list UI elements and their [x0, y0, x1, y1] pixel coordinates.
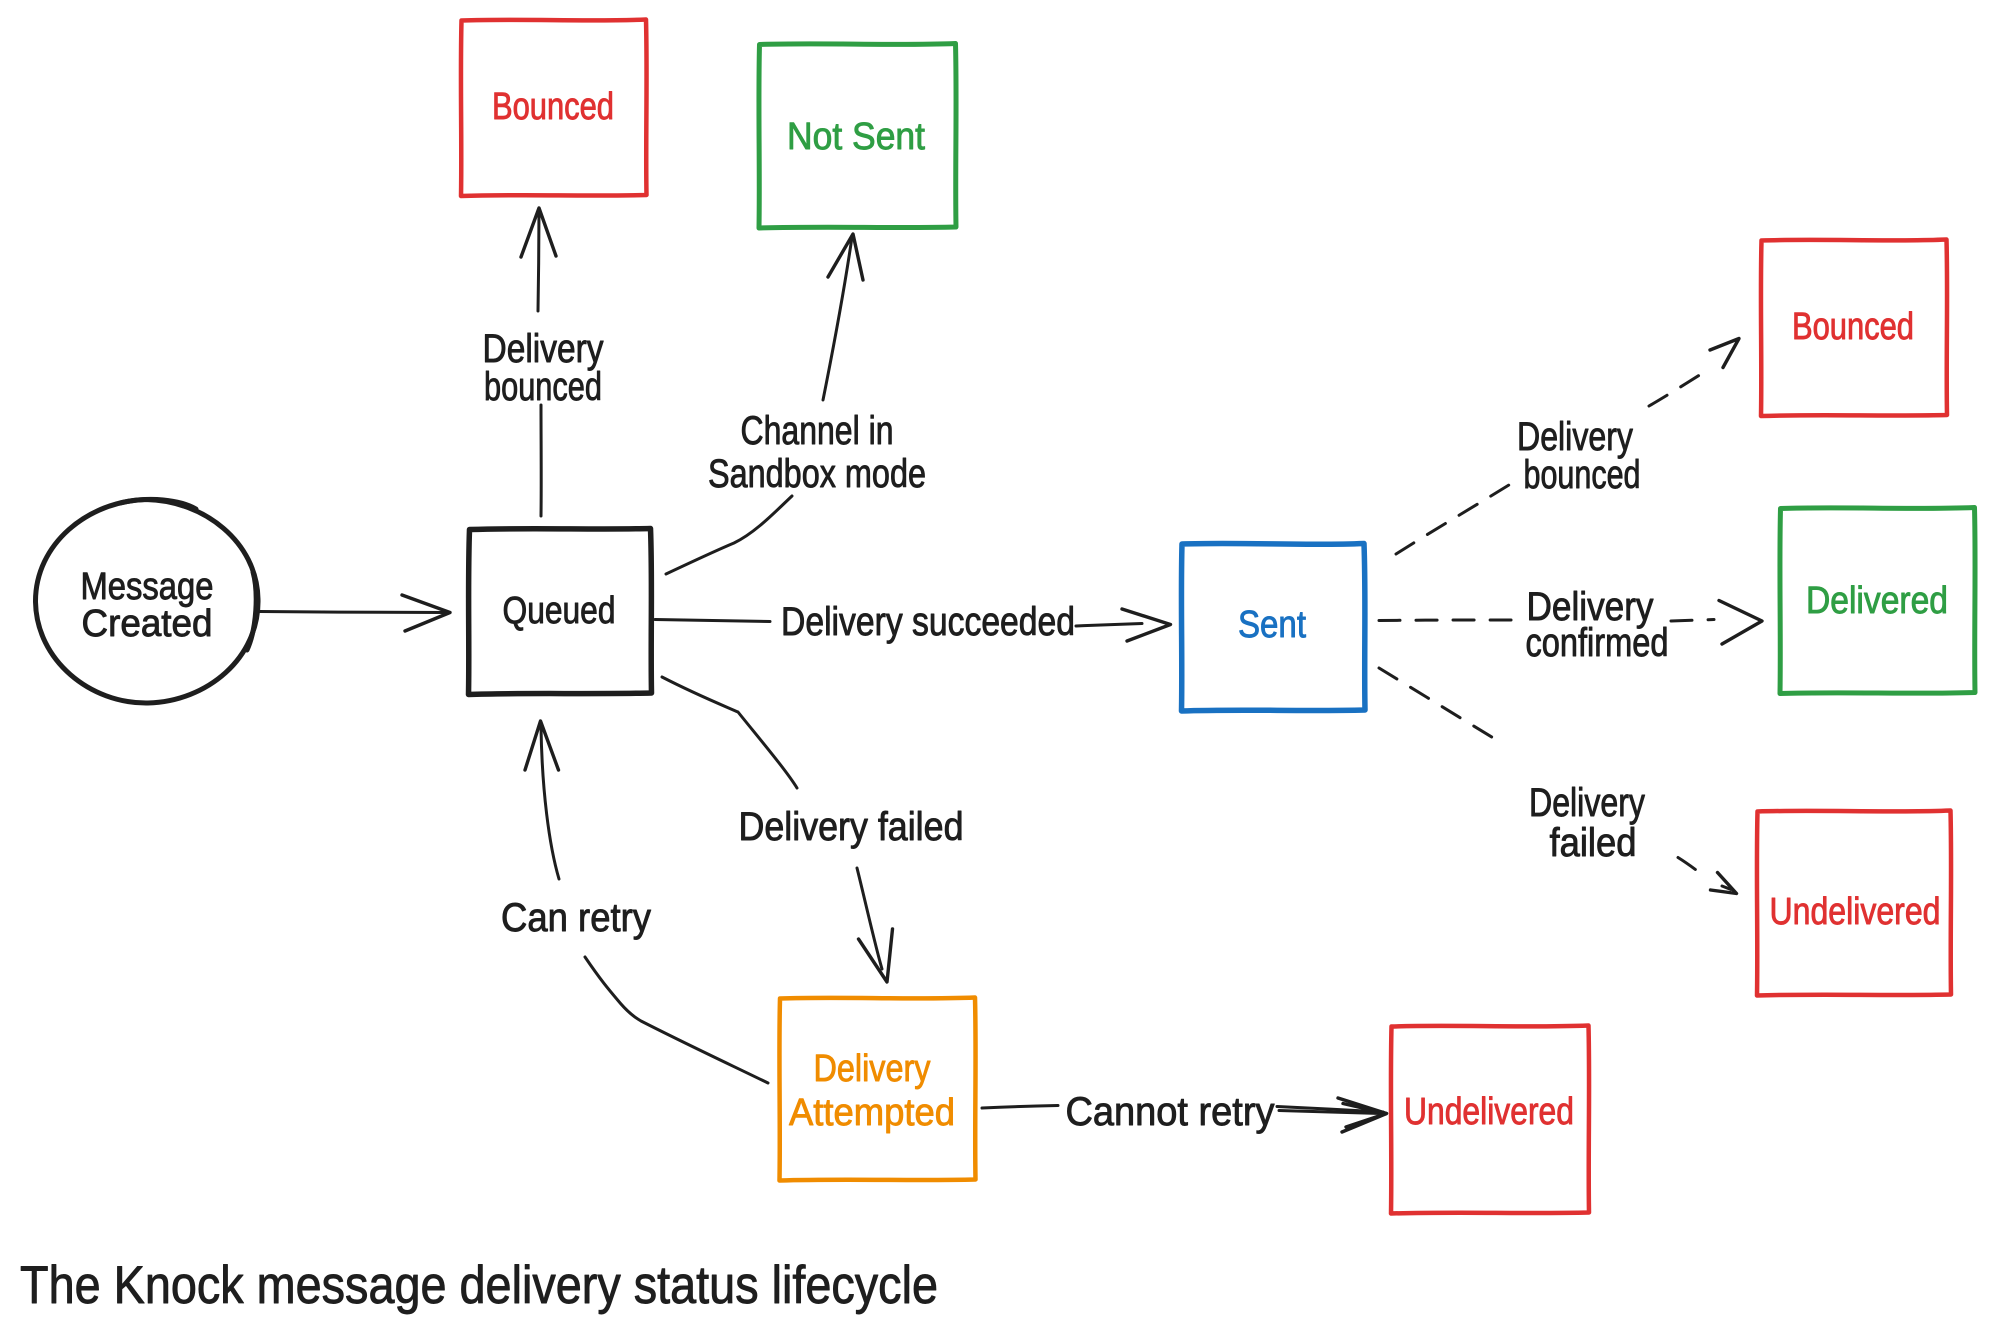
svg-text:Sandbox mode: Sandbox mode	[708, 452, 926, 496]
svg-text:Can retry: Can retry	[501, 896, 651, 940]
svg-text:Bounced: Bounced	[1792, 306, 1914, 348]
svg-text:Delivery: Delivery	[483, 327, 604, 371]
svg-text:Delivered: Delivered	[1806, 580, 1948, 622]
svg-text:Delivery: Delivery	[814, 1048, 931, 1090]
svg-text:Created: Created	[82, 603, 213, 645]
svg-text:Sent: Sent	[1238, 604, 1306, 646]
svg-text:confirmed: confirmed	[1526, 621, 1669, 665]
svg-text:bounced: bounced	[1524, 453, 1641, 497]
svg-text:Message: Message	[81, 566, 214, 608]
svg-text:Delivery: Delivery	[1527, 585, 1654, 629]
svg-text:Undelivered: Undelivered	[1404, 1091, 1574, 1133]
svg-text:Undelivered: Undelivered	[1770, 891, 1941, 933]
svg-text:Not Sent: Not Sent	[787, 116, 925, 158]
svg-text:Bounced: Bounced	[492, 86, 614, 128]
svg-text:Attempted: Attempted	[789, 1092, 955, 1134]
svg-text:Delivery: Delivery	[1517, 415, 1633, 459]
svg-text:Cannot retry: Cannot retry	[1066, 1090, 1275, 1134]
svg-text:Delivery: Delivery	[1529, 781, 1645, 825]
svg-text:The Knock message delivery sta: The Knock message delivery status lifecy…	[20, 1256, 938, 1315]
svg-text:bounced: bounced	[484, 365, 602, 409]
svg-text:Queued: Queued	[503, 590, 616, 632]
svg-text:Delivery succeeded: Delivery succeeded	[781, 600, 1075, 644]
svg-text:failed: failed	[1550, 821, 1637, 865]
svg-text:Delivery failed: Delivery failed	[739, 805, 964, 849]
svg-text:Channel in: Channel in	[741, 409, 894, 453]
